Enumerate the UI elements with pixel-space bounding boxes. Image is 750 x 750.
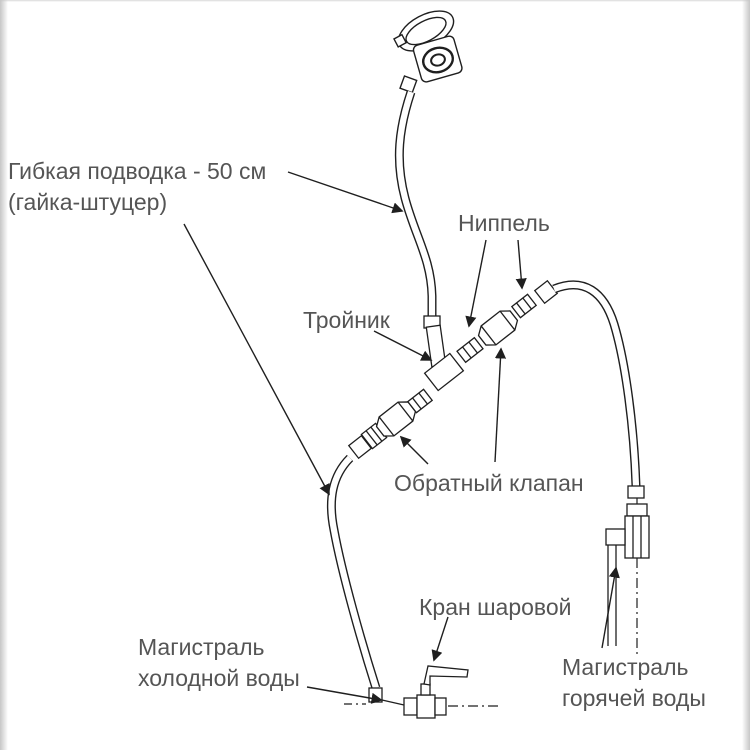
flexible-hose-top (394, 90, 437, 316)
callout-arrows (183, 171, 620, 704)
hot-water-tee (605, 498, 650, 656)
arrow-nipple-right (515, 239, 527, 290)
arrow-flex-hose-top (287, 171, 404, 214)
nipple-2 (456, 336, 484, 364)
label-hot-main: Магистраль горячей воды (562, 652, 706, 714)
assembly-start-nut (347, 434, 373, 460)
arrow-ball-valve (431, 616, 449, 662)
faucet-head (393, 10, 463, 94)
label-flex-hose-line2: (гайка-штуцер) (8, 189, 168, 215)
label-check-valve: Обратный клапан (394, 470, 584, 496)
label-cold-main-line1: Магистраль (138, 634, 265, 660)
tee-fitting (423, 352, 465, 392)
nipple-3 (510, 293, 538, 319)
label-flex-hose: Гибкая подводка - 50 см (гайка-штуцер) (8, 156, 266, 218)
label-tee: Тройник (303, 307, 390, 333)
ball-valve (344, 665, 500, 719)
arrow-hot-main (601, 566, 620, 649)
label-cold-main: Магистраль холодной воды (138, 632, 300, 694)
page-edge-right (742, 0, 750, 750)
page-edge-left (0, 0, 8, 750)
arrow-cold-main (306, 686, 383, 704)
assembly-end-nut (533, 279, 559, 305)
arrow-flex-hose-bottom (183, 223, 330, 496)
label-flex-hose-line1: Гибкая подводка - 50 см (8, 158, 267, 184)
nipple-1 (406, 388, 434, 414)
hose-right-nut (627, 485, 645, 499)
arrow-check-valve-right (494, 347, 507, 463)
flexible-hose-left (326, 454, 381, 690)
ball-valve-handle (423, 665, 469, 686)
arrow-check-valve-left (399, 435, 429, 465)
arrow-tee (373, 330, 433, 361)
page-edge-top (0, 0, 750, 2)
label-hot-main-line2: горячей воды (562, 685, 706, 711)
ball-valve-stem (420, 683, 431, 696)
label-cold-main-line2: холодной воды (138, 665, 300, 691)
label-hot-main-line1: Магистраль (562, 654, 689, 680)
check-valve-2 (477, 310, 519, 346)
flexible-hose-right (552, 280, 641, 487)
label-nipple: Ниппель (458, 210, 550, 236)
label-ball-valve: Кран шаровой (419, 594, 572, 620)
arrow-nipple-left (465, 239, 487, 328)
